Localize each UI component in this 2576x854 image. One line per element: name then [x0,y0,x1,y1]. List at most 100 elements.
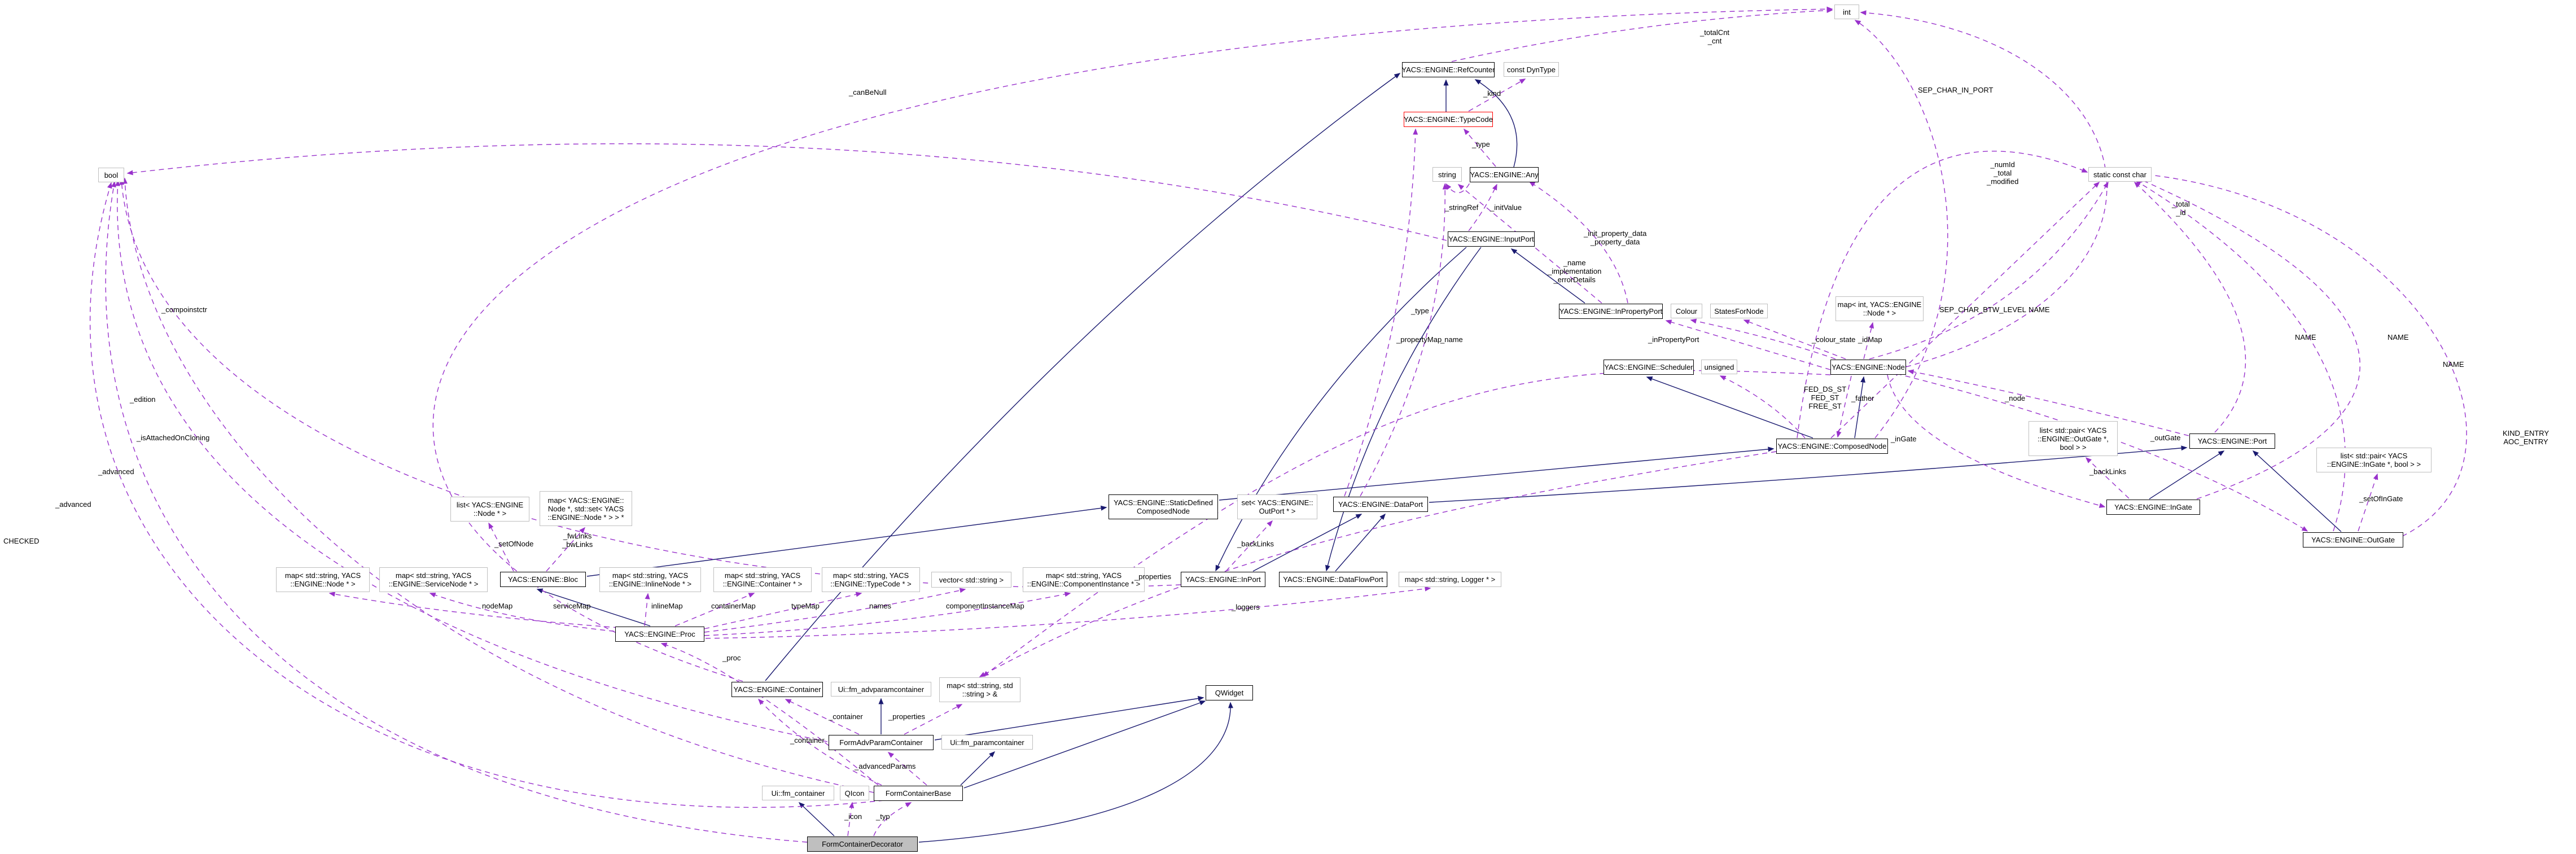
edge-label-state: _state [1835,335,1856,344]
class-box-staticdefined[interactable]: YACS::ENGINE::StaticDefined ComposedNode [1109,494,1218,519]
edge-label-setofnode: _setOfNode [494,540,534,548]
class-box-inpropertyport[interactable]: YACS::ENGINE::InPropertyPort [1559,304,1663,319]
edge-label-outgate: _outGate [2150,433,2181,442]
class-box-map_node_set: map< YACS::ENGINE:: Node *, std::set< YA… [540,491,632,526]
edge-usage-node-to-statesfornode [1743,319,1846,360]
edge-usage-node-to-map_ss_ref [982,370,1831,677]
class-box-ui_param: Ui::fm_paramcontainer [941,735,1033,750]
class-box-ingate[interactable]: YACS::ENGINE::InGate [2106,500,2200,515]
edge-usage-typecode-to-dyntype [1468,78,1526,112]
edge-label-name-implementation-errordetails: _name _implementation _errorDetails [1548,259,1602,284]
edge-label-type: _type [1411,306,1429,315]
class-box-formbase[interactable]: FormContainerBase [874,786,963,801]
edge-usage-dataport-to-string [1360,183,1448,497]
edge-usage-composednode-to-map_ss_ref [979,451,1777,677]
class-box-port[interactable]: YACS::ENGINE::Port [2189,433,2275,449]
edge-label-loggers: _loggers [1232,603,1260,611]
class-box-proc[interactable]: YACS::ENGINE::Proc [615,627,704,642]
class-box-inputport[interactable]: YACS::ENGINE::InputPort [1448,231,1535,247]
edge-label-icon: _icon [844,812,862,821]
edge-label-ingate: _inGate [1891,435,1917,443]
edge-usage-composednode-to-int [1854,20,1948,439]
class-box-bloc[interactable]: YACS::ENGINE::Bloc [500,572,586,587]
edge-label-name: NAME [2029,305,2050,314]
edge-usage-node-to-colour [1690,318,1836,360]
edge-usage-node-to-ingate [1887,374,2106,508]
edge-usage-formbase-to-bool [122,177,874,793]
edge-inheritance-staticdefined-to-composednode [1219,446,1775,501]
edge-label-proc: _proc [722,654,741,662]
class-box-dyntype: const DynType [1504,62,1559,77]
class-box-inport[interactable]: YACS::ENGINE::InPort [1181,572,1265,587]
class-box-refcounter[interactable]: YACS::ENGINE::RefCounter [1401,62,1495,77]
class-box-map_container: map< std::string, YACS ::ENGINE::Contain… [713,567,812,592]
edge-inheritance-inpropertyport-to-inputport [1510,248,1585,304]
edge-usage-node-to-int [1860,10,2108,367]
edge-usage-proc-to-vector_string [704,588,966,633]
edge-usage-outgate-to-staticchar [2139,172,2467,537]
edge-usage-formbase-to-bool [90,182,884,808]
edge-usage-inputport-to-any [1468,183,1497,231]
edge-usage-outgate-to-staticchar [2135,180,2346,532]
class-box-map_inline: map< std::string, YACS ::ENGINE::InlineN… [599,567,701,592]
class-box-dataflowport[interactable]: YACS::ENGINE::DataFlowPort [1279,572,1387,587]
class-box-staticchar: static const char [2088,167,2152,182]
edge-label-advanced: _advanced [55,500,91,509]
edge-usage-node-to-inpropertyport [1665,319,1831,370]
edge-inheritance-composednode-to-node [1854,376,1866,439]
edge-usage-formdecorator-to-formbase [873,802,912,837]
edge-label-setofingate: _setOfInGate [2359,494,2403,503]
class-box-scheduler[interactable]: YACS::ENGINE::Scheduler [1604,360,1694,375]
edge-label-name: NAME [2387,333,2409,341]
class-box-list_ingate: list< std::pair< YACS ::ENGINE::InGate *… [2316,448,2432,472]
edge-usage-inport-to-set_outport [1225,520,1273,572]
edge-label-advanced: _advanced [98,467,134,476]
edge-label-checked: CHECKED [3,537,40,545]
edge-usage-node-to-map_int_node [1863,322,1874,360]
edge-usage-composednode-to-staticchar [1830,181,2100,439]
edge-usage-inpropertyport-to-string [1457,184,1602,304]
edge-label-isattachedoncloning: _isAttachedOnCloning [137,433,210,442]
edge-label-properties: _properties [1134,572,1172,581]
edge-usage-outgate-to-list_ingate [2358,473,2378,532]
edge-inheritance-outgate-to-port [2252,450,2342,532]
edge-usage-bloc-to-map_node_set [546,527,585,572]
edge-label-numid-total-modified: _numId _total _modified [1987,160,2019,186]
class-box-map_compinst: map< std::string, YACS ::ENGINE::Compone… [1023,567,1145,592]
class-box-typecode[interactable]: YACS::ENGINE::TypeCode [1404,112,1493,127]
class-box-ui_advparam: Ui::fm_advparamcontainer [831,682,931,697]
edge-label-idmap: _idMap [1858,335,1882,344]
edge-label-servicemap: serviceMap [553,602,591,610]
edge-label-total-id: _total _id [2172,200,2190,217]
edge-label-inlinemap: inlineMap [651,602,683,610]
class-box-formdecorator: FormContainerDecorator [807,837,918,852]
edge-inheritance-dataport-to-port [1429,445,2188,503]
edge-usage-inputport-to-bool [126,143,1447,241]
class-box-any[interactable]: YACS::ENGINE::Any [1470,167,1539,182]
class-box-dataport[interactable]: YACS::ENGINE::DataPort [1333,497,1428,512]
edge-label-totalcnt-cnt: _totalCnt _cnt [1700,28,1730,45]
edge-label-name: _name [1440,335,1463,344]
class-box-qwidget[interactable]: QWidget [1206,685,1253,700]
class-box-set_outport: set< YACS::ENGINE:: OutPort * > [1237,494,1317,519]
class-box-outgate[interactable]: YACS::ENGINE::OutGate [2303,532,2403,548]
edge-usage-node-to-composednode [1836,375,1852,438]
class-box-composednode[interactable]: YACS::ENGINE::ComposedNode [1776,439,1888,454]
class-box-list_outgate: list< std::pair< YACS ::ENGINE::OutGate … [2029,421,2118,456]
edge-usage-composednode-to-unsigned [1719,375,1806,439]
class-box-formadv[interactable]: FormAdvParamContainer [829,735,934,750]
class-box-map_logger: map< std::string, Logger * > [1399,572,1501,587]
edge-label-node: _node [2005,394,2026,402]
class-box-node[interactable]: YACS::ENGINE::Node [1830,360,1906,375]
edge-usage-node-to-staticchar [1869,181,2109,360]
class-box-map_ss_ref: map< std::string, std ::string > & [939,677,1020,702]
edge-label-sep-char-in-port: SEP_CHAR_IN_PORT [1918,86,1994,94]
edge-label-sep-char-btw-level: SEP_CHAR_BTW_LEVEL [1939,305,2026,314]
edge-usage-composednode-to-staticchar [1797,151,2088,439]
edge-label-type: _type [1472,140,1490,148]
class-box-map_int_node: map< int, YACS::ENGINE ::Node * > [1835,296,1924,321]
class-box-container[interactable]: YACS::ENGINE::Container [731,682,823,697]
edge-label-initvalue: _initValue [1490,203,1522,212]
edge-label-kind: _kind [1483,89,1501,98]
